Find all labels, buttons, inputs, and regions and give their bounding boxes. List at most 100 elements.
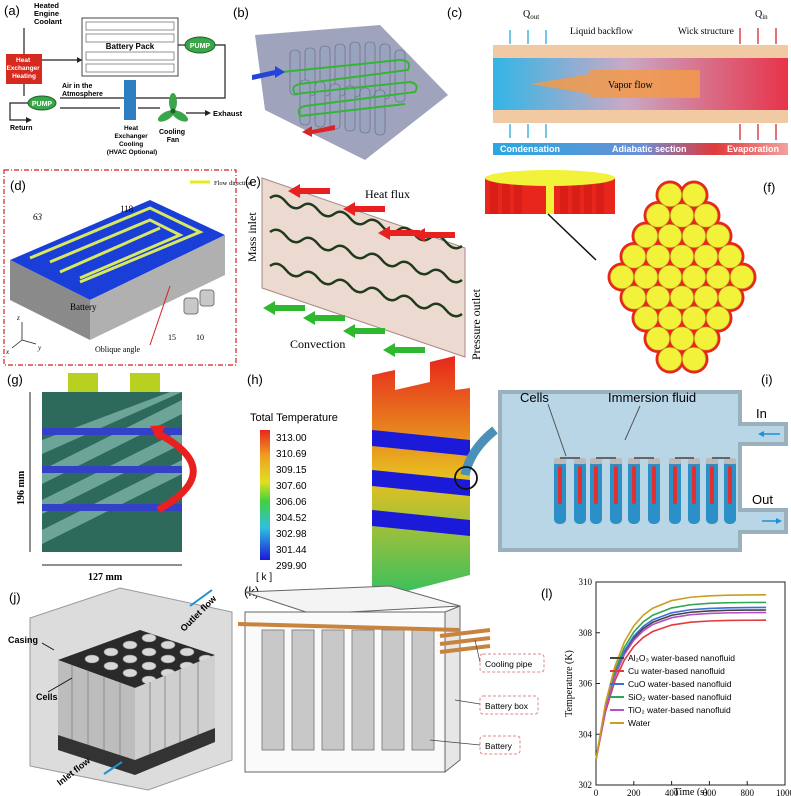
b-serpentine-tube: [281, 58, 418, 118]
l-chart: 02004006008001000302304306308310Time (s)…: [564, 577, 791, 796]
svg-text:307.60: 307.60: [276, 481, 307, 492]
e-mass-inlet: Mass inlet: [245, 212, 259, 262]
i-cells-label: Cells: [520, 390, 549, 405]
j-cell-top: [179, 647, 195, 657]
j-cells-label: Cells: [36, 692, 58, 702]
l-ytick-label: 304: [579, 729, 593, 739]
i-cell-cap: [648, 458, 660, 464]
d-dim-63: 63: [33, 212, 43, 222]
e-heat-arrows: [288, 184, 455, 242]
f-cell: [718, 285, 742, 310]
d-flow-direction: Flow direction: [214, 180, 253, 187]
panel-l: (l) 02004006008001000302304306308310Time…: [541, 577, 791, 796]
f-cell: [658, 265, 682, 289]
panel-d: (d) Flow direction 118 63 Battery Obliqu…: [3, 169, 253, 366]
f-cell: [682, 347, 706, 371]
svg-text:302.98: 302.98: [276, 529, 307, 540]
i-cell-cap: [574, 458, 586, 464]
d-ports: [183, 289, 215, 315]
c-adiabatic: Adiabatic section: [612, 144, 687, 154]
d-axis-x: x: [5, 348, 10, 356]
l-xlabel: Time (s): [674, 787, 708, 796]
i-cells: [554, 457, 736, 524]
panel-h: (h) Total Temperature 313.00 310.69 309.…: [247, 356, 498, 600]
i-cell-cap: [706, 458, 718, 464]
hx-heating-label: Heat Exchanger Heating: [6, 57, 41, 80]
l-ytick-label: 308: [579, 628, 593, 638]
l-ylabel: Temperature (K): [564, 650, 575, 717]
h-unit: [ k ]: [256, 572, 272, 583]
k-leaders: [429, 639, 481, 746]
k-cooling-pipes: [237, 622, 491, 654]
panel-b: (b): [233, 5, 448, 160]
i-in-arrowhead: [758, 431, 764, 437]
l-xtick-label: 800: [740, 788, 754, 796]
hx-cooling-bar: [124, 80, 136, 120]
d-battery-front: [90, 235, 225, 340]
k-cells: [261, 629, 435, 751]
j-cell-top: [84, 654, 100, 664]
i-cell-core: [578, 466, 582, 504]
svg-text:304.52: 304.52: [276, 513, 307, 524]
d-axis-y: y: [37, 344, 42, 352]
i-cell-core: [692, 466, 696, 504]
h-legend-title: Total Temperature: [250, 412, 338, 424]
h-highlight-circle: [454, 466, 478, 490]
c-q-in: Qin: [755, 9, 768, 21]
i-cell-cap: [590, 458, 602, 464]
f-cell: [670, 203, 694, 228]
f-cell: [682, 224, 706, 248]
i-cell-cap: [610, 458, 622, 464]
l-legend-label: Cu water-based nanofluid: [628, 666, 725, 676]
i-cell-cap: [554, 458, 566, 464]
f-pack-3d: [485, 170, 615, 214]
f-cell: [634, 265, 658, 289]
svg-text:299.90: 299.90: [276, 561, 307, 572]
f-cell: [634, 224, 658, 248]
k-battery-box: Battery box: [485, 701, 529, 711]
svg-text:313.00: 313.00: [276, 433, 307, 444]
label-i: (i): [761, 372, 773, 387]
i-cell-core: [632, 466, 636, 504]
exhaust-label: Exhaust: [213, 109, 243, 118]
f-cell: [646, 203, 670, 228]
e-pressure-outlet: Pressure outlet: [469, 288, 483, 360]
c-vapor-flow: Vapor flow: [608, 80, 653, 91]
label-a: (a): [4, 3, 20, 18]
f-cell: [610, 265, 634, 289]
l-ytick-label: 306: [579, 679, 593, 689]
c-liquid-backflow: Liquid backflow: [570, 26, 633, 37]
i-cells-leader: [547, 403, 567, 457]
i-cell-cap: [724, 458, 736, 464]
a-arrowheads: [26, 57, 211, 123]
f-cell: [718, 244, 742, 269]
j-outlet-arrow: [189, 589, 213, 607]
i-fluid-leader: [624, 405, 641, 441]
pump-top-label: PUMP: [190, 43, 211, 50]
svg-text:306.06: 306.06: [276, 497, 307, 508]
label-c: (c): [447, 5, 462, 20]
l-series-line: [595, 619, 767, 760]
panel-j: (j) Casing Cells Outlet flow Inlet flow: [8, 587, 233, 791]
f-cell: [682, 306, 706, 330]
label-l: (l): [541, 586, 553, 601]
i-cell-core: [673, 466, 677, 504]
i-out-arrowhead: [776, 518, 782, 524]
j-cell-top: [160, 654, 176, 664]
svg-text:309.15: 309.15: [276, 465, 307, 476]
label-b: (b): [233, 5, 249, 20]
f-cell: [622, 285, 646, 310]
d-battery-side: [10, 260, 90, 340]
l-xtick-label: 200: [627, 788, 641, 796]
f-cell: [706, 224, 730, 248]
j-inlet-arrow: [103, 761, 123, 775]
label-j: (j): [9, 590, 21, 605]
label-h: (h): [247, 372, 263, 387]
f-cell: [646, 244, 670, 269]
f-cell: [658, 306, 682, 330]
d-border: [3, 169, 237, 366]
k-battery: Battery: [485, 741, 513, 751]
label-d: (d): [10, 178, 26, 193]
l-xtick-label: 600: [703, 788, 717, 796]
hx-heating-box: [6, 54, 42, 84]
